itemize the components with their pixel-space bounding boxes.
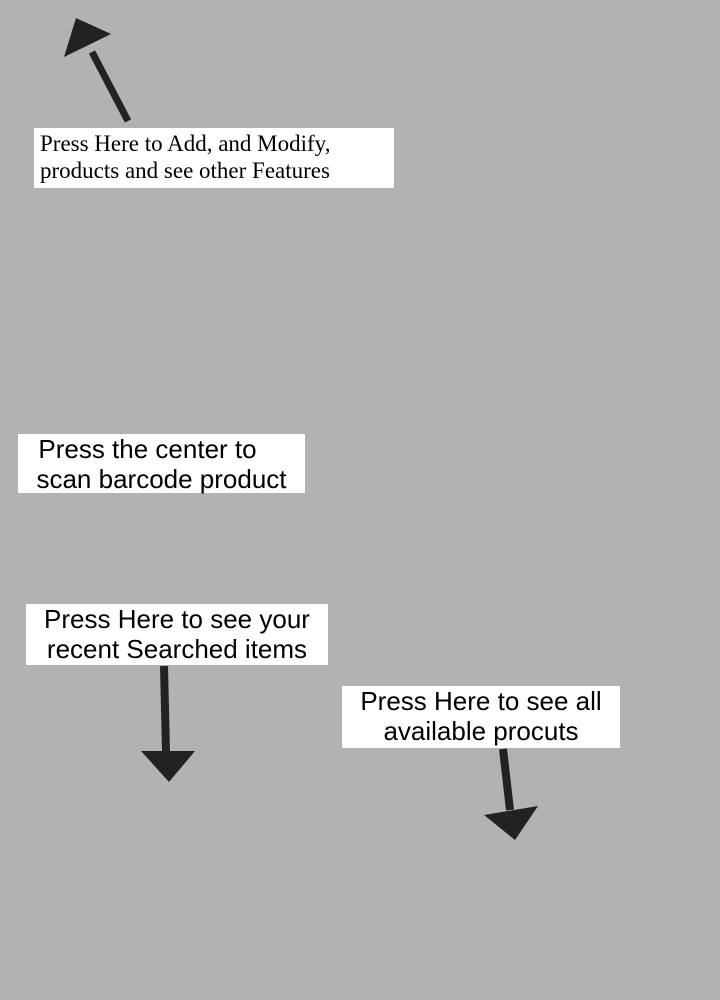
menu-hint-label: Press Here to Add, and Modify, products …	[34, 128, 394, 188]
menu-hint-line-1: Press Here to Add, and Modify,	[40, 131, 331, 156]
all-products-hint-label: Press Here to see all available procuts	[342, 686, 620, 748]
arrow-down-icon	[484, 748, 538, 840]
scan-hint-label: Press the center to scan barcode product	[18, 434, 305, 494]
recent-hint-line-1: Press Here to see your	[44, 604, 310, 634]
scan-hint-line-2: scan barcode product	[36, 464, 287, 494]
menu-hint-line-2: products and see other Features	[40, 158, 330, 183]
recent-hint-line-2: recent Searched items	[46, 634, 308, 664]
arrow-down-icon	[141, 665, 195, 782]
all-hint-line-2: available procuts	[383, 716, 579, 746]
scan-hint-line-1: Press the center to	[38, 434, 257, 464]
arrow-up-left-icon	[64, 18, 132, 123]
all-hint-line-1: Press Here to see all	[360, 686, 602, 716]
recent-searches-hint-label: Press Here to see your recent Searched i…	[26, 604, 328, 665]
